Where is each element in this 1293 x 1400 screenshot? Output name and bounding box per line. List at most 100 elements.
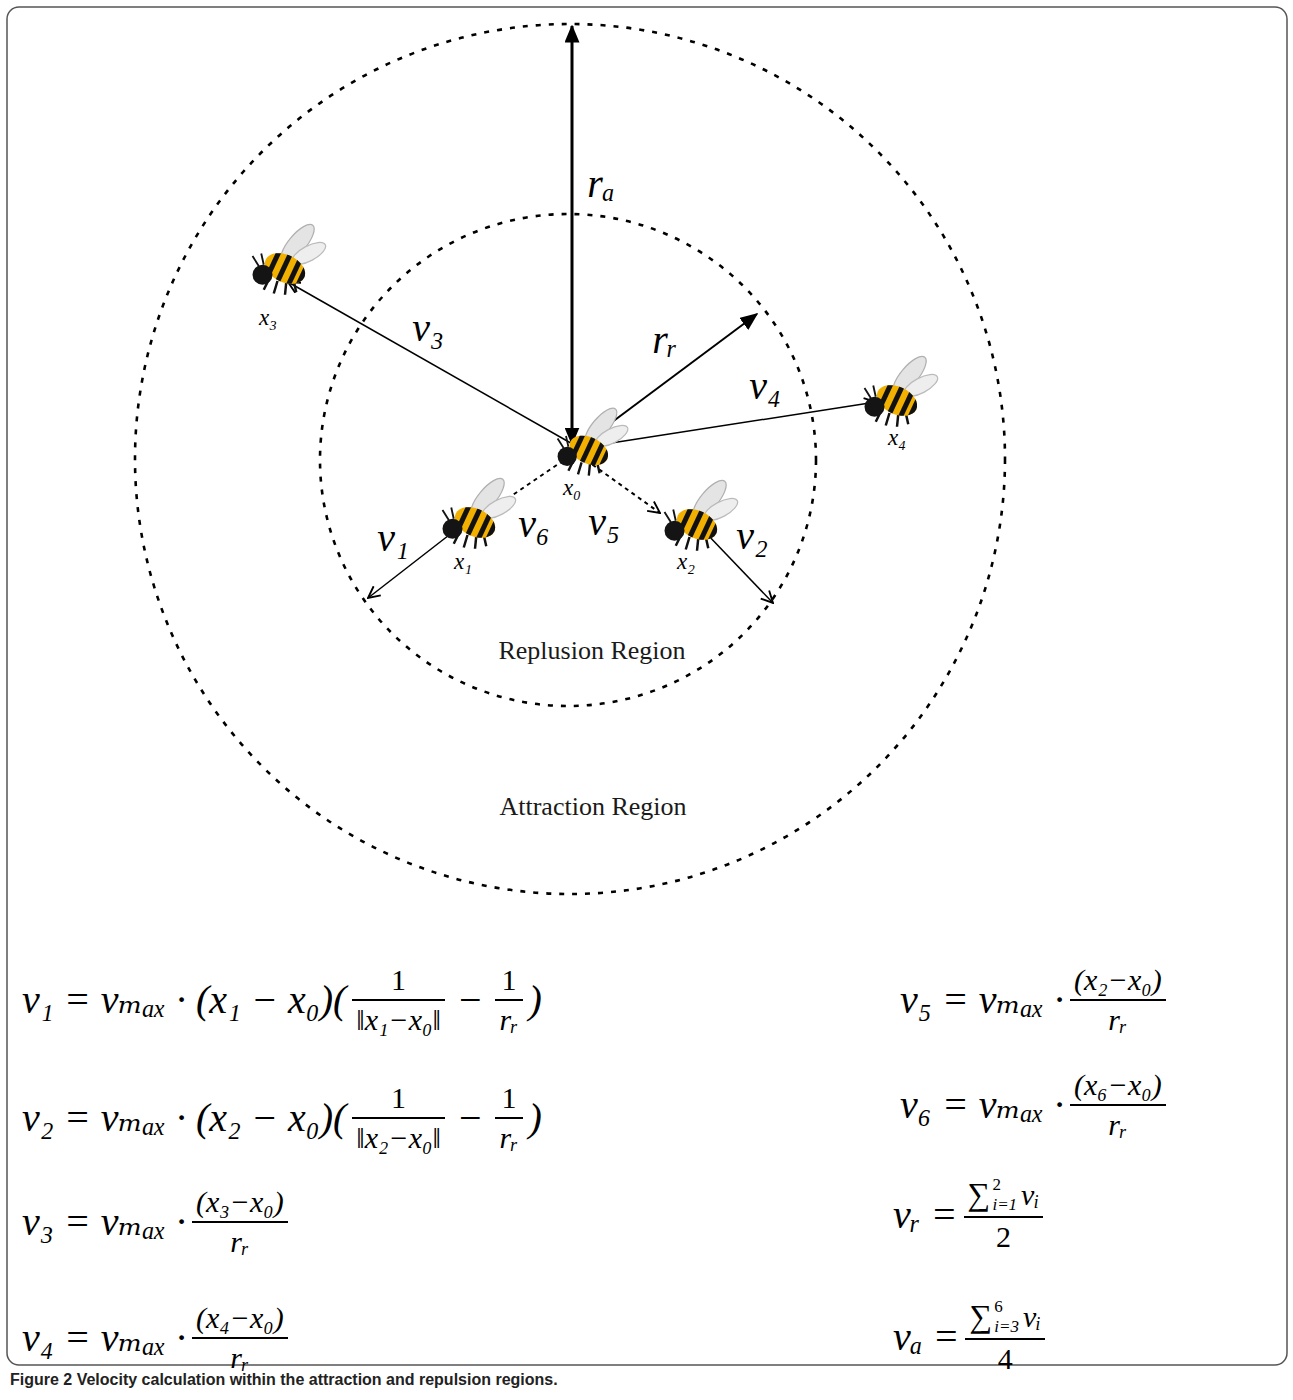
label-holder: x₄ xyxy=(888,425,906,450)
formula-term: ∑ xyxy=(968,1176,991,1213)
numerator: ∑2i=1vᵢ xyxy=(964,1175,1044,1218)
fraction: (x₆−x₀) rᵣ xyxy=(1070,1068,1166,1143)
formula-term: 2 xyxy=(996,1220,1011,1255)
numerator: (x₆−x₀) xyxy=(1070,1068,1166,1107)
label-holder: rₐ xyxy=(587,162,614,206)
formula-term: v₁ = vₘₐₓ · (x₁ − x₀)( xyxy=(22,977,346,1023)
radius-arrow xyxy=(571,26,574,444)
fraction: 1rᵣ xyxy=(495,963,522,1038)
formula-term: i=1 xyxy=(992,1195,1017,1215)
formula-term: v₅ = vₘₐₓ · xyxy=(900,977,1064,1023)
dashed-circle xyxy=(320,214,816,706)
label-holder: v₅ xyxy=(588,500,620,544)
denominator: 4 xyxy=(965,1340,1045,1377)
formula-term: (x₃−x₀) xyxy=(196,1185,284,1220)
label-holder: v₂ xyxy=(736,514,768,558)
fraction: 1‖x₁−x₀‖ xyxy=(352,963,445,1038)
figure-frame xyxy=(7,7,1287,1365)
label-holder: rᵣ xyxy=(652,318,677,362)
formula-term: rᵣ xyxy=(230,1341,249,1376)
fraction: 1 rᵣ xyxy=(495,1081,522,1156)
sum-limits: 2i=1 xyxy=(992,1175,1017,1214)
denominator: rᵣ xyxy=(495,1001,522,1038)
point-label: x₃ xyxy=(259,305,277,330)
region-label: Attraction Region xyxy=(499,792,686,822)
formula-term: v₄ = vₘₐₓ · xyxy=(22,1315,186,1361)
label-holder: x₂ xyxy=(677,549,695,574)
sum-limits: 6i=3 xyxy=(994,1297,1019,1336)
dashed-circle xyxy=(135,24,1005,894)
label-holder: x₃ xyxy=(259,305,277,330)
formula: v₄ = vₘₐₓ · (x₄−x₀) rᵣ xyxy=(22,1301,294,1376)
formula-term: − xyxy=(459,977,482,1023)
vector-label: v₂ xyxy=(736,513,768,558)
numerator: 1 xyxy=(495,963,522,1002)
label-holder: v₃ xyxy=(412,306,444,350)
formula-term: ) xyxy=(529,1095,542,1141)
formula: v₃ = vₘₐₓ · (x₃−x₀) rᵣ xyxy=(22,1185,294,1260)
formula-term: − xyxy=(459,1095,482,1141)
formula-term: vᵣ = xyxy=(893,1192,958,1238)
formula-term: ) xyxy=(529,977,542,1023)
formula: vₐ =∑6i=3vᵢ4 xyxy=(893,1297,1051,1377)
denominator: ‖x₂−x₀‖ xyxy=(352,1119,445,1156)
denominator: rᵣ xyxy=(192,1223,288,1260)
denominator: rᵣ xyxy=(495,1119,522,1156)
figure-caption: Figure 2 Velocity calculation within the… xyxy=(10,1371,558,1388)
denominator: 2 xyxy=(964,1218,1044,1255)
bee xyxy=(665,476,741,556)
formula-term: 6 xyxy=(994,1297,1019,1317)
formula: v₁ = vₘₐₓ · (x₁ − x₀)(1‖x₁−x₀‖−1rᵣ) xyxy=(22,963,542,1038)
formula-term: 4 xyxy=(998,1342,1013,1377)
bee xyxy=(558,404,631,481)
formula: v₂ = vₘₐₓ · (x₂ − x₀)(1‖x₂−x₀‖−1rᵣ) xyxy=(22,1081,542,1156)
fraction: (x₃−x₀) rᵣ xyxy=(192,1185,288,1260)
formula-term: rᵣ xyxy=(230,1225,249,1260)
formula-term: rᵣ xyxy=(1108,1003,1127,1038)
formula-term: v₆ = vₘₐₓ · xyxy=(900,1082,1064,1128)
caption-holder: Figure 2 Velocity calculation within the… xyxy=(10,1371,558,1389)
label-holder: v₁ xyxy=(377,516,409,560)
label-holder: x₁ xyxy=(454,549,472,574)
point-label: x₀ xyxy=(563,475,581,500)
sum-sign: ∑2i=1 xyxy=(968,1175,1018,1214)
radius-label: rᵣ xyxy=(652,317,677,362)
vector-label: v₆ xyxy=(518,501,550,546)
formula-term: (x₆−x₀) xyxy=(1074,1068,1162,1103)
numerator: (x₃−x₀) xyxy=(192,1185,288,1224)
formula-term: rᵣ xyxy=(499,1121,518,1156)
formula-term: (x₂−x₀) xyxy=(1074,963,1162,998)
formula: v₅ = vₘₐₓ · (x₂−x₀) rᵣ xyxy=(900,963,1172,1038)
numerator: 1 xyxy=(352,963,445,1002)
formula-term: 1 xyxy=(501,1081,516,1116)
formula-term: (x₄−x₀) xyxy=(196,1301,284,1336)
formula-term: v₃ = vₘₐₓ · xyxy=(22,1199,186,1245)
numerator: 1 xyxy=(352,1081,445,1120)
region-outline xyxy=(318,212,818,708)
formula-term: 1 xyxy=(391,1081,406,1116)
fraction: (x₂−x₀) rᵣ xyxy=(1070,963,1166,1038)
formula-term: ‖x₂−x₀‖ xyxy=(356,1121,441,1156)
numerator: (x₂−x₀) xyxy=(1070,963,1166,1002)
formula-term: vᵢ xyxy=(1021,1178,1039,1213)
point-label: x₄ xyxy=(888,425,906,450)
fraction: (x₄−x₀) rᵣ xyxy=(192,1301,288,1376)
label-holder: v₄ xyxy=(749,364,781,408)
denominator: rᵣ xyxy=(1070,1001,1166,1038)
point-label: x₂ xyxy=(677,549,695,574)
denominator: ‖x₁−x₀‖ xyxy=(352,1001,445,1038)
velocity-arrow xyxy=(592,402,876,446)
formula-term: v₂ = vₘₐₓ · (x₂ − x₀)( xyxy=(22,1095,346,1141)
bee xyxy=(253,220,329,300)
formula-term: rᵣ xyxy=(1108,1108,1127,1143)
label-holder: x₀ xyxy=(563,475,581,500)
region-outline xyxy=(133,22,1007,896)
formula-term: i=3 xyxy=(994,1317,1019,1337)
formula-term: vᵢ xyxy=(1023,1300,1041,1335)
region-label: Replusion Region xyxy=(498,636,685,666)
bee xyxy=(865,352,941,432)
formula-term: vₐ = xyxy=(893,1314,959,1360)
numerator: 1 xyxy=(495,1081,522,1120)
